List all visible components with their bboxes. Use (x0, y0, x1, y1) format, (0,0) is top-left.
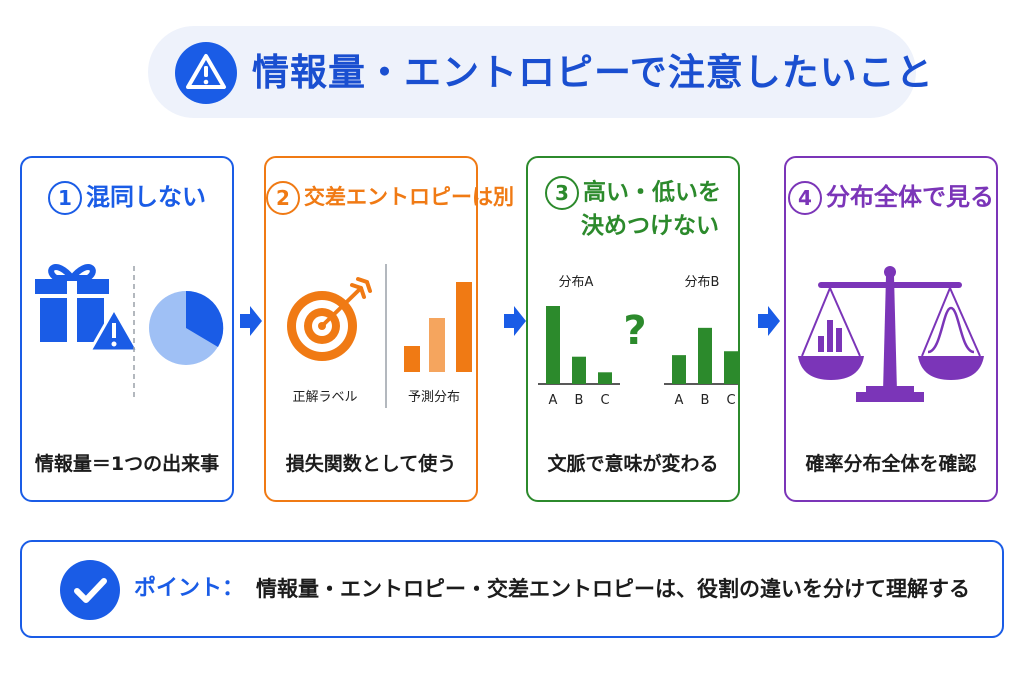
distribution-a-bar-C (598, 372, 612, 384)
point-label: ポイント： (134, 576, 245, 601)
gift-icon (35, 264, 109, 342)
card-4-footer: 確率分布全体を確認 (805, 453, 977, 475)
card-1-footer: 情報量＝1つの出来事 (34, 453, 220, 475)
card-3-heading-line2: 決めつけない (581, 213, 719, 239)
arrow-right-icon (756, 304, 782, 342)
target-icon (287, 277, 372, 361)
distribution-a-tick-B: B (575, 393, 584, 408)
distribution-a-tick-A: A (549, 393, 558, 408)
label-correct-label: 正解ラベル (292, 390, 358, 405)
distribution-a-tick-C: C (600, 393, 609, 408)
card-2-heading-text: 交差エントロピーは別 (304, 185, 514, 209)
warning-icon (175, 42, 237, 104)
distribution-b-bar-C (724, 351, 738, 384)
step-number-3: 3 (545, 176, 579, 210)
distribution-b-bar-B (698, 327, 712, 384)
distribution-a-bar-B (572, 356, 586, 384)
point-text: 情報量・エントロピー・交差エントロピーは、役割の違いを分けて理解する (256, 577, 970, 601)
card-3-heading-line1: 高い・低いを (583, 179, 721, 206)
card-2-illustration (287, 264, 472, 408)
bell-curve-icon (927, 306, 975, 354)
label-predicted-distribution: 予測分布 (407, 390, 460, 405)
step-number-2: 2 (266, 181, 300, 215)
question-mark-icon: ? (623, 308, 647, 354)
card-3-footer: 文脈で意味が変わる (547, 453, 719, 475)
distribution-b-tick-B: B (701, 393, 710, 408)
step-number-1: 1 (48, 181, 82, 215)
bar-chart-icon (404, 282, 472, 372)
check-icon (60, 560, 120, 620)
arrow-right-icon (502, 304, 528, 342)
step-number-4: 4 (788, 181, 822, 215)
distribution-b-tick-C: C (726, 393, 735, 408)
label-distribution-a: 分布A (558, 275, 594, 290)
balance-scale-icon (798, 266, 984, 402)
card-2-footer: 損失関数として使う (285, 453, 457, 475)
distribution-b-tick-A: A (675, 393, 684, 408)
label-distribution-b: 分布B (684, 275, 720, 290)
title-banner (148, 26, 916, 118)
pie-chart-icon (149, 290, 224, 365)
card-4-illustration (798, 266, 984, 402)
distribution-b-bar-A (672, 355, 686, 384)
arrow-right-icon (238, 304, 264, 342)
card-1-heading-text: 混同しない (86, 183, 206, 211)
warning-icon (88, 307, 140, 353)
card-4-heading-text: 分布全体で見る (826, 183, 994, 211)
page-title: 情報量・エントロピーで注意したいこと (252, 51, 934, 94)
point-box: ポイント： 情報量・エントロピー・交差エントロピーは、役割の違いを分けて理解する (20, 540, 1004, 638)
card-1-illustration (35, 264, 224, 398)
bar-chart-icon (818, 320, 842, 352)
distribution-a-bar-A (546, 306, 560, 384)
